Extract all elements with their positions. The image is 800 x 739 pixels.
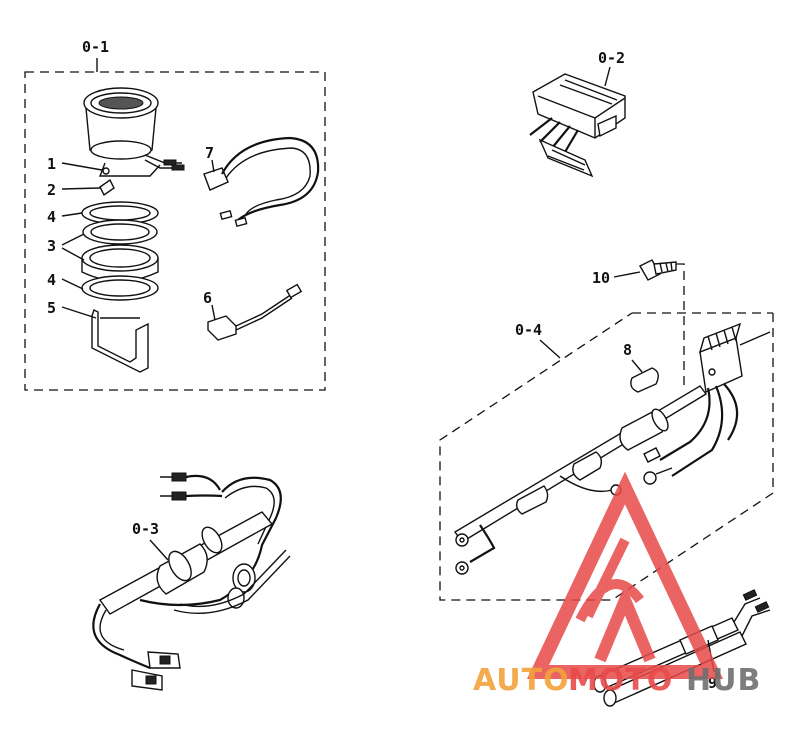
group-o1-boundary: [24, 71, 326, 391]
callout-3: 3: [47, 237, 56, 255]
group-o3: 0-3: [92, 472, 291, 691]
sleeve-part-8: [630, 367, 659, 393]
callout-1: 1: [47, 155, 56, 173]
rings-part-3: [81, 219, 159, 282]
group-o1: 0-1: [24, 38, 326, 391]
group-o4: 0-4 10 8: [439, 259, 774, 601]
rectifier-part-o4: [698, 322, 771, 394]
nut-part-1: [102, 167, 110, 175]
gauge-assembly: [83, 87, 185, 177]
callout-9: 9: [708, 674, 717, 692]
group-o2-label: 0-2: [598, 49, 625, 67]
watermark-text-moto: MOTO: [568, 663, 673, 698]
callout-4-upper: 4: [47, 208, 56, 226]
callout-6: 6: [203, 289, 212, 307]
bolt-part-10: [639, 259, 677, 281]
callout-5: 5: [47, 299, 56, 317]
watermark-triangle-icon: [526, 471, 724, 679]
callout-8: 8: [623, 341, 632, 359]
callout-4-lower: 4: [47, 271, 56, 289]
group-o4-label: 0-4: [515, 321, 542, 339]
watermark-text-hub: HUB: [686, 663, 761, 698]
callout-10: 10: [592, 269, 610, 287]
group-o1-label: 0-1: [82, 38, 109, 56]
bracket-part-5: [91, 309, 149, 373]
watermark-logo: [526, 471, 724, 679]
harness-part-7: [203, 136, 320, 228]
group-o2: 0-2: [529, 49, 626, 178]
connector-part-6: [207, 283, 303, 341]
group-o3-label: 0-3: [132, 520, 159, 538]
watermark-text-auto: AUTO: [473, 663, 570, 698]
washer-part-2: [99, 178, 115, 197]
callout-2: 2: [47, 181, 56, 199]
callout-7: 7: [205, 144, 214, 162]
